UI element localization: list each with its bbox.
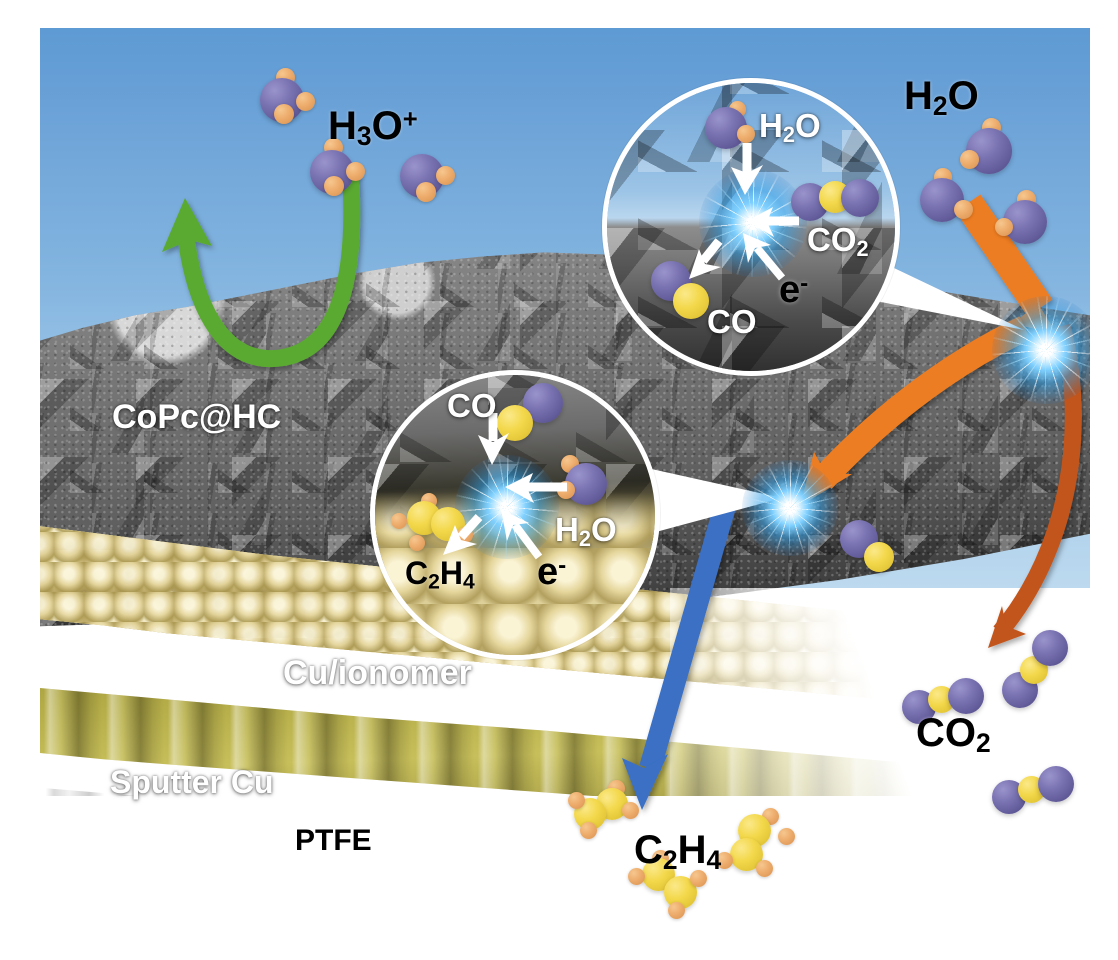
molecule-h3o-3 <box>400 146 464 210</box>
arrow-h3o-egress <box>162 167 361 368</box>
inset-upper-label-co2: CO2 <box>807 221 869 261</box>
molecule-co2-bulk-3 <box>992 766 1084 816</box>
molecule-c2h4-product-1 <box>568 780 656 840</box>
inset-upper-arrows <box>689 143 799 281</box>
inset-lower-label-h2o: H2O <box>555 511 617 551</box>
molecule-h2o-bulk-1 <box>960 118 1024 182</box>
inset-cu-ionomer-zoom: CO H2O e- C2H4 <box>370 370 660 660</box>
molecule-co-interface <box>840 520 900 578</box>
molecule-h2o-bulk-2 <box>920 168 984 232</box>
molecule-c2h4-product-2 <box>628 850 716 919</box>
inset-lower-label-co: CO <box>447 387 497 424</box>
molecule-co2-bulk-2 <box>1002 630 1072 714</box>
inset-lower-molecule-c2h4 <box>391 493 473 551</box>
label-layer-cu-ionomer: Cu/ionomer <box>283 654 472 692</box>
inset-upper-label-co: CO <box>707 303 757 340</box>
inset-lower-electron-sup: - <box>558 552 567 580</box>
label-co2-bulk-sub: 2 <box>976 727 991 758</box>
label-c2h4-product: C2H4 <box>634 828 722 875</box>
inset-lower-arrows <box>443 413 567 560</box>
label-layer-ptfe: PTFE <box>295 824 372 857</box>
illustration-area: H3O+ H2O CO2 C2H4 CoPc@HC Cu/ionomer Spu… <box>40 28 1090 946</box>
inset-lower-h2o-sub: 2 <box>578 525 591 551</box>
molecule-h2o-bulk-3 <box>995 190 1059 254</box>
molecule-h3o-2 <box>310 138 374 202</box>
molecule-c2h4-product-3 <box>716 808 802 877</box>
label-h2o-bulk-sub: 2 <box>932 90 948 121</box>
inset-upper-molecule-co <box>651 261 717 323</box>
inset-lower-c2h4-sub1: 2 <box>428 570 440 594</box>
label-c2h4-sub1: 2 <box>662 844 678 875</box>
label-h3o-sub: 3 <box>356 120 372 151</box>
arrow-co2-deep <box>988 323 1082 648</box>
label-layer-copc-hc: CoPc@HC <box>112 398 282 436</box>
label-h2o-bulk: H2O <box>904 74 979 121</box>
label-h3o-plus: H3O+ <box>328 104 418 151</box>
molecule-co2-bulk-1 <box>902 678 994 730</box>
inset-upper-molecule-h2o <box>705 101 769 153</box>
label-c2h4-sub2: 4 <box>706 844 722 875</box>
inset-upper-h2o-sub: 2 <box>782 121 795 147</box>
inset-upper-molecule-co2 <box>791 179 881 221</box>
label-layer-sputter-cu: Sputter Cu <box>110 764 274 800</box>
right-white-fade <box>670 588 1090 946</box>
molecule-h3o-1 <box>258 68 322 132</box>
arrow-c2h4-egress <box>622 502 736 810</box>
inset-leader-lower <box>626 466 782 540</box>
inset-lower-label-c2h4: C2H4 <box>405 555 475 594</box>
inset-copc-hc-zoom: H2O CO2 e- CO <box>602 78 900 376</box>
inset-upper-label-electron: e- <box>779 269 809 311</box>
inset-upper-electron-sup: - <box>800 270 809 298</box>
label-co2-bulk: CO2 <box>916 711 991 758</box>
inset-lower-molecule-co <box>497 383 567 445</box>
inset-lower-c2h4-sub2: 4 <box>462 570 475 594</box>
inset-upper-label-h2o: H2O <box>759 107 821 147</box>
label-h3o-sup: + <box>402 105 418 134</box>
inset-upper-co2-sub: 2 <box>856 235 869 261</box>
inset-lower-label-electron: e- <box>537 551 567 593</box>
